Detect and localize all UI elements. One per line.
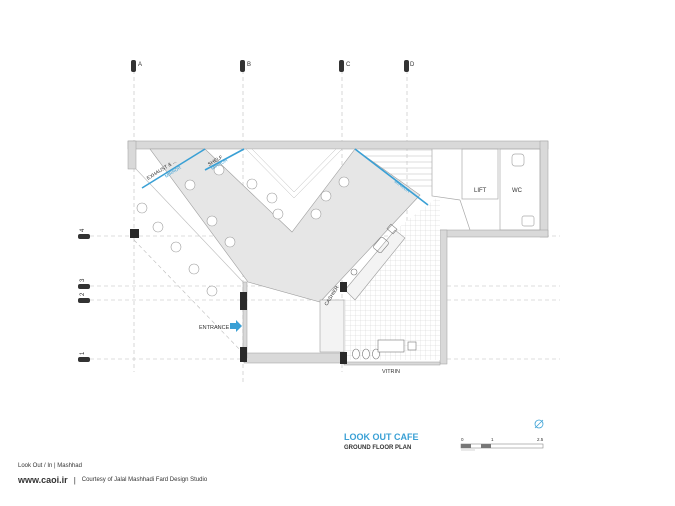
scale-label-2: 2.5 <box>537 437 544 442</box>
footer-credit: www.caoi.ir | Courtesy of Jalal Mashhadi… <box>18 475 207 485</box>
grid-label-d: D <box>410 62 415 68</box>
scale-label-0: 0 <box>461 437 464 442</box>
vitrin-fixtures <box>352 339 417 360</box>
footer-site-link[interactable]: www.caoi.ir <box>18 475 68 485</box>
diagonal-edge <box>135 168 244 283</box>
service-counter <box>319 229 406 353</box>
entrance-arrow-icon <box>230 320 242 332</box>
entrance-label: ENTRANCE <box>199 325 230 331</box>
grid-label-b: B <box>247 62 251 68</box>
footer-project-text: Look Out / In | Mashhad <box>18 463 82 469</box>
grid-label-4: 4 <box>80 228 86 232</box>
tiled-floor <box>345 195 440 360</box>
diagonal-dash <box>133 239 244 354</box>
vitrin-label: VITRIN <box>382 369 400 375</box>
footer-credit-text: Courtesy of Jalal Mashhadi Fard Design S… <box>81 477 208 483</box>
wc-label: WC <box>512 188 523 194</box>
grid-markers-left: 4 3 2 1 <box>78 228 90 362</box>
scale-bar: 0 1 2.5 <box>460 437 544 451</box>
v-counter-inner-line <box>251 148 337 193</box>
mirrors <box>141 148 429 206</box>
north-arrow-icon <box>534 419 544 429</box>
stools <box>136 164 350 297</box>
grid-label-3: 3 <box>80 278 86 282</box>
grid-label-c: C <box>346 62 351 68</box>
grid-label-a: A <box>138 62 142 68</box>
grid-markers-top: A B C D <box>131 60 415 72</box>
footer-separator: | <box>73 475 76 485</box>
grid-label-2: 2 <box>80 292 86 296</box>
plan-subtitle: GROUND FLOOR PLAN <box>344 445 411 451</box>
grid-label-1: 1 <box>80 351 86 355</box>
core-block <box>431 148 541 231</box>
v-counter-channel <box>245 148 343 199</box>
columns <box>130 229 347 364</box>
plan-title: LOOK OUT CAFE <box>344 432 419 442</box>
scale-label-1: 1 <box>491 437 494 442</box>
lift-label: LIFT <box>474 188 487 194</box>
counter-fixtures <box>350 223 398 276</box>
